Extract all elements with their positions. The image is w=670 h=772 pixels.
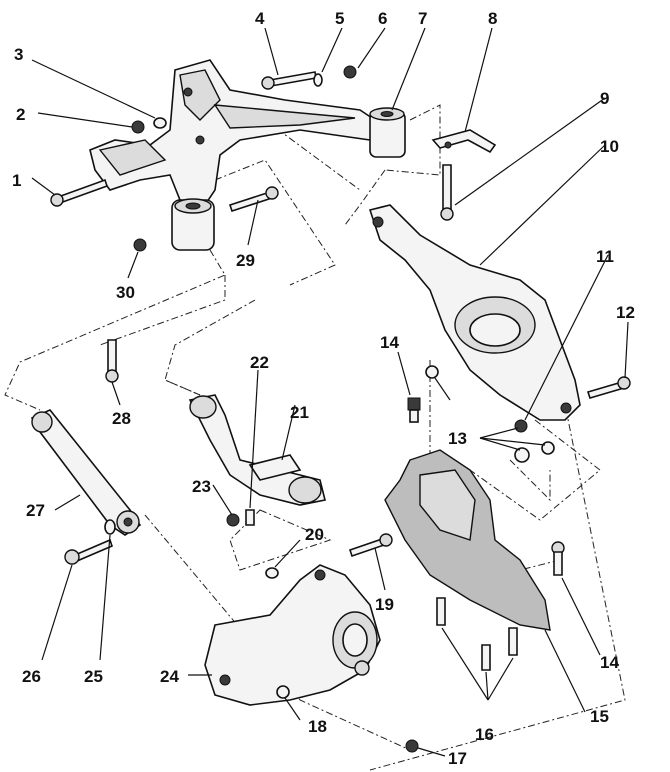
callout-24: 24 — [160, 667, 179, 686]
rear-subframe — [89, 59, 376, 206]
upper-control-arm — [188, 394, 326, 506]
fasteners — [50, 65, 631, 753]
subframe-left-bushing — [171, 198, 215, 251]
callout-26: 26 — [22, 667, 41, 686]
callout-23: 23 — [192, 477, 211, 496]
callout-16: 16 — [475, 725, 494, 744]
callout-21: 21 — [290, 403, 309, 422]
callout-27: 27 — [26, 501, 45, 520]
callout-29: 29 — [236, 251, 255, 270]
callout-22: 22 — [250, 353, 269, 372]
callout-14-upper: 14 — [380, 333, 399, 352]
callout-3: 3 — [14, 45, 23, 64]
callout-5: 5 — [335, 9, 344, 28]
callout-labels: 1 2 3 4 5 6 7 8 9 10 11 12 13 14 14 15 1… — [12, 9, 635, 768]
lower-control-arm — [368, 204, 581, 421]
callout-12: 12 — [616, 303, 635, 322]
wheel-bearing-housing — [204, 564, 381, 706]
callout-25: 25 — [84, 667, 103, 686]
leader-lines — [31, 27, 629, 757]
callout-13: 13 — [448, 429, 467, 448]
callout-6: 6 — [378, 9, 387, 28]
mounting-bracket — [431, 129, 497, 154]
callout-8: 8 — [488, 9, 497, 28]
callout-7: 7 — [418, 9, 427, 28]
callout-14-lower: 14 — [600, 653, 619, 672]
callout-2: 2 — [16, 105, 25, 124]
callout-15: 15 — [590, 707, 609, 726]
callout-4: 4 — [255, 9, 265, 28]
callout-17: 17 — [448, 749, 467, 768]
callout-19: 19 — [375, 595, 394, 614]
callout-28: 28 — [112, 409, 131, 428]
callout-1: 1 — [12, 171, 21, 190]
callout-11: 11 — [596, 247, 614, 266]
callout-9: 9 — [600, 89, 609, 108]
underbody-shield — [384, 449, 551, 631]
subframe-mount-bushing — [369, 107, 406, 158]
trailing-link — [30, 409, 142, 536]
callout-20: 20 — [305, 525, 324, 544]
callout-30: 30 — [116, 283, 135, 302]
callout-10: 10 — [600, 137, 619, 156]
callout-18: 18 — [308, 717, 327, 736]
